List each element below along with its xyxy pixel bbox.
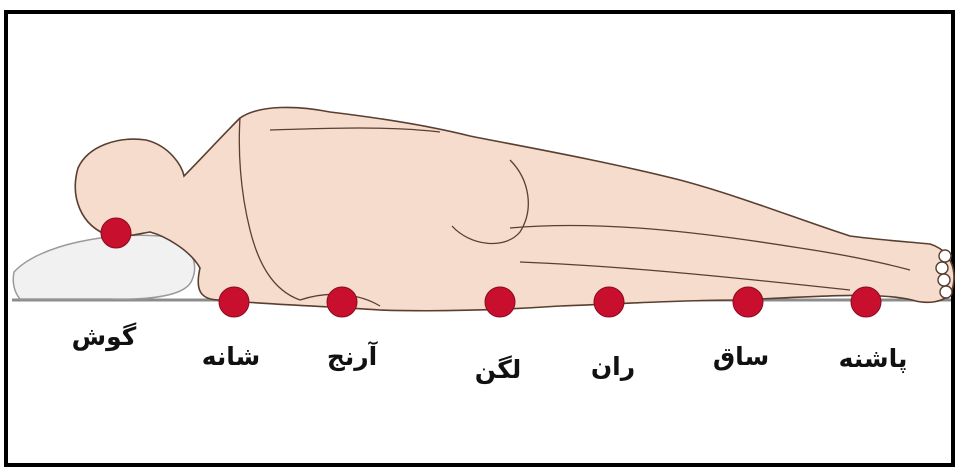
label-heel: پاشنه (839, 344, 908, 373)
label-pelvis: لگن (475, 355, 521, 384)
dot-thigh (594, 287, 624, 317)
dot-shin (733, 287, 763, 317)
dot-heel (851, 287, 881, 317)
label-thigh: ران (591, 352, 635, 381)
label-ear: گوش (72, 322, 137, 351)
label-shoulder: شانه (202, 342, 261, 371)
label-elbow: آرنج (327, 342, 377, 371)
dot-pelvis (485, 287, 515, 317)
body-silhouette (75, 107, 954, 310)
label-shin: ساق (713, 342, 769, 371)
pillow (13, 235, 194, 299)
dot-ear (101, 218, 131, 248)
dot-shoulder (219, 287, 249, 317)
dot-elbow (327, 287, 357, 317)
